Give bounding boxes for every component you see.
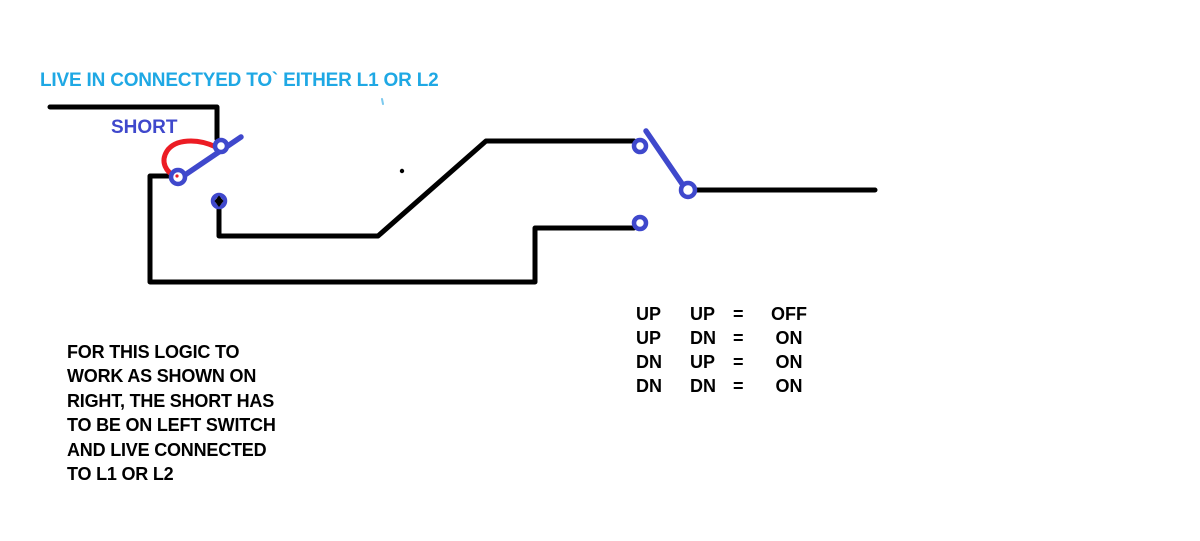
stray-dot xyxy=(399,168,405,174)
result-state: ON xyxy=(775,352,803,372)
short-jumper-arc xyxy=(161,138,219,180)
truth-table-row: UP DN = ON xyxy=(0,326,1200,350)
right-switch-bottom-terminal xyxy=(631,214,649,232)
left-switch-blade xyxy=(173,134,244,184)
lower-loop-wire xyxy=(147,173,637,285)
switch1-state: UP xyxy=(636,304,662,324)
stray-cyan-tick xyxy=(381,98,384,105)
switch2-state: UP xyxy=(690,304,716,324)
equals-sign: = xyxy=(733,376,744,396)
switch1-state: DN xyxy=(636,376,662,396)
result-state: OFF xyxy=(771,304,807,324)
l2-terminal-diamond xyxy=(214,195,224,207)
left-switch-top-terminal xyxy=(212,137,230,155)
switch1-state: DN xyxy=(636,352,662,372)
truth-table-row: DN DN = ON xyxy=(0,374,1200,398)
switch1-state: UP xyxy=(636,328,662,348)
equals-sign: = xyxy=(733,352,744,372)
truth-table-row: DN UP = ON xyxy=(0,350,1200,374)
short-label: SHORT xyxy=(111,117,178,138)
result-state: ON xyxy=(775,328,803,348)
right-switch-common-terminal xyxy=(678,180,698,200)
result-state: ON xyxy=(775,376,803,396)
switch2-state: DN xyxy=(690,376,716,396)
truth-table-row: UP UP = OFF xyxy=(0,302,1200,326)
explanation-note: FOR THIS LOGIC TO WORK AS SHOWN ON RIGHT… xyxy=(67,342,276,485)
short-arc-end-fleck xyxy=(175,174,179,178)
right-switch-top-terminal xyxy=(631,137,649,155)
switch2-state: UP xyxy=(690,352,716,372)
live-in-heading: LIVE IN CONNECTYED TO` EITHER L1 OR L2 xyxy=(40,70,439,91)
equals-sign: = xyxy=(733,304,744,324)
equals-sign: = xyxy=(733,328,744,348)
right-switch-blade xyxy=(643,128,690,194)
live-in-wire xyxy=(47,104,220,142)
switch2-state: DN xyxy=(690,328,716,348)
traveler-wire xyxy=(216,138,637,239)
